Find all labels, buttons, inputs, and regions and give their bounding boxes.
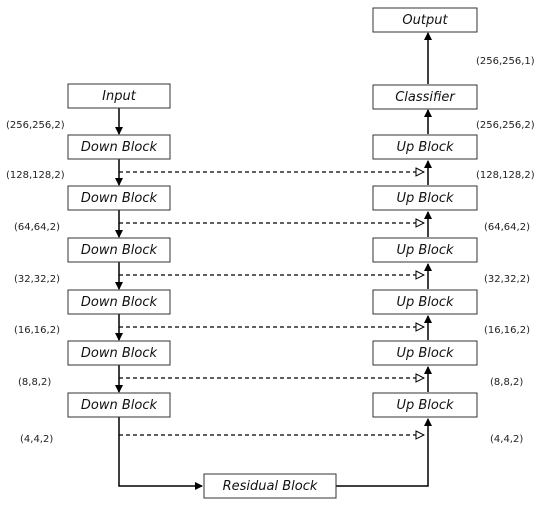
dim-label-left: (128,128,2): [6, 170, 65, 181]
down-block-2: Down Block: [67, 185, 171, 211]
input-node: Input: [67, 83, 171, 109]
up-block-2: Up Block: [372, 185, 478, 211]
output-label: Output: [402, 13, 448, 28]
dim-label-left: (64,64,2): [14, 222, 60, 233]
up-block-5: Up Block: [372, 340, 478, 366]
up-block-label: Up Block: [396, 295, 454, 310]
dim-label-left: (4,4,2): [20, 434, 53, 445]
dim-label-right: (4,4,2): [490, 434, 523, 445]
residual-block-label: Residual Block: [223, 479, 318, 494]
dim-label-right: (128,128,2): [476, 170, 535, 181]
dim-label-left: (8,8,2): [18, 377, 51, 388]
down-block-label: Down Block: [81, 346, 158, 361]
down-block-4: Down Block: [67, 289, 171, 315]
connectors: [115, 32, 432, 490]
down-block-6: Down Block: [67, 392, 171, 418]
up-block-label: Up Block: [396, 140, 454, 155]
down-block-label: Down Block: [81, 243, 158, 258]
down-block-1: Down Block: [67, 134, 171, 160]
dim-label-left: (256,256,2): [6, 120, 65, 131]
up-block-3: Up Block: [372, 237, 478, 263]
up-block-6: Up Block: [372, 392, 478, 418]
dim-label-right: (256,256,2): [476, 120, 535, 131]
up-block-1: Up Block: [372, 134, 478, 160]
input-label: Input: [102, 89, 137, 104]
down-block-5: Down Block: [67, 340, 171, 366]
up-block-label: Up Block: [396, 346, 454, 361]
classifier-node: Classifier: [372, 84, 478, 110]
residual-block: Residual Block: [203, 473, 337, 499]
right-dimension-labels: (256,256,1) (256,256,2) (128,128,2) (64,…: [476, 56, 535, 445]
dim-label-right: (16,16,2): [484, 325, 530, 336]
down-block-label: Down Block: [81, 140, 158, 155]
dim-label-left: (16,16,2): [14, 325, 60, 336]
up-block-label: Up Block: [396, 243, 454, 258]
up-block-label: Up Block: [396, 191, 454, 206]
arrow-down-6-to-residual: [118, 417, 203, 490]
dim-label-right: (256,256,1): [476, 56, 535, 67]
left-dimension-labels: (256,256,2) (128,128,2) (64,64,2) (32,32…: [6, 120, 65, 445]
up-block-label: Up Block: [396, 398, 454, 413]
down-block-label: Down Block: [81, 398, 158, 413]
dim-label-right: (32,32,2): [484, 274, 530, 285]
down-block-3: Down Block: [67, 237, 171, 263]
classifier-label: Classifier: [395, 90, 456, 105]
down-block-label: Down Block: [81, 191, 158, 206]
down-block-label: Down Block: [81, 295, 158, 310]
dim-label-right: (64,64,2): [484, 222, 530, 233]
up-block-4: Up Block: [372, 289, 478, 315]
dim-label-left: (32,32,2): [14, 274, 60, 285]
dim-label-right: (8,8,2): [490, 377, 523, 388]
output-node: Output: [372, 7, 478, 33]
arrow-residual-to-up-6: [336, 418, 432, 487]
